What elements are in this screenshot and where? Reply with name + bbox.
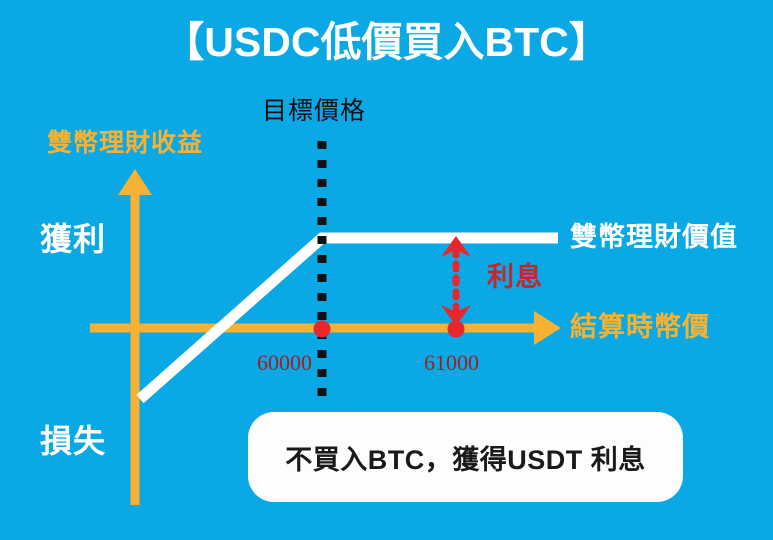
marker-dot-60000 <box>313 320 331 338</box>
tick-label-settlement: 61000 <box>424 350 479 375</box>
interest-label: 利息 <box>487 262 543 292</box>
payoff-line-label: 雙幣理財價值 <box>570 222 738 252</box>
target-price-label: 目標價格 <box>262 97 367 125</box>
x-axis-label: 結算時幣價 <box>570 312 710 342</box>
y-axis-label: 雙幣理財收益 <box>47 129 204 157</box>
marker-dot-61000 <box>447 320 465 338</box>
y-axis <box>118 169 152 505</box>
page-title: 【USDC低價買入BTC】 <box>163 19 610 65</box>
tick-label-target: 60000 <box>257 350 312 375</box>
loss-region-label: 損失 <box>40 423 107 459</box>
interest-arrow <box>441 236 471 326</box>
callout-text: 不買入BTC，獲得USDT 利息 <box>285 444 646 475</box>
profit-region-label: 獲利 <box>40 221 107 257</box>
callout-box: 不買入BTC，獲得USDT 利息 <box>248 412 683 502</box>
